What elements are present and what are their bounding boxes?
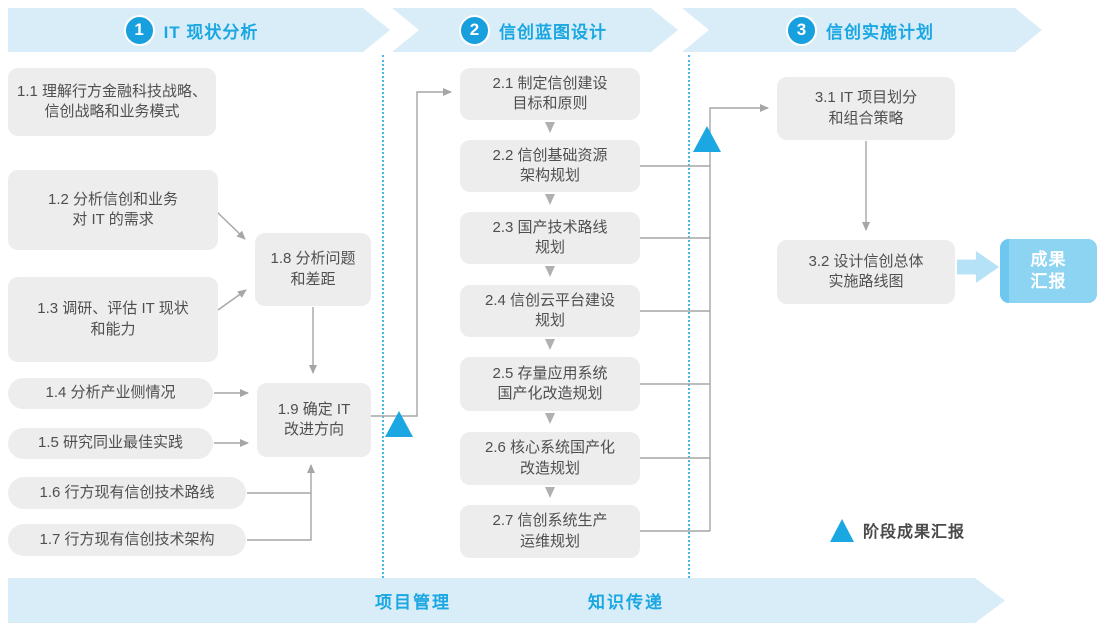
phase-3-title: 信创实施计划: [826, 22, 934, 42]
footer-label-project-management: 项目管理: [375, 593, 451, 612]
step-1-2-box: 1.2 分析信创和业务 对 IT 的需求: [8, 170, 218, 250]
footer-label-knowledge-transfer: 知识传递: [588, 593, 664, 612]
phase-1-title: IT 现状分析: [163, 22, 259, 42]
phase-1-banner: 1 IT 现状分析: [8, 8, 390, 52]
step-1-6-box: 1.6 行方现有信创技术路线: [8, 477, 246, 509]
phase-3-banner: 3 信创实施计划: [682, 8, 1042, 52]
connector-1-2-to-1-8: [215, 210, 246, 240]
step-3-1-box: 3.1 IT 项目划分 和组合策略: [777, 77, 955, 140]
step-2-1-box: 2.1 制定信创建设 目标和原则: [460, 68, 640, 120]
legend-label: 阶段成果汇报: [863, 524, 966, 541]
step-1-1-box: 1.1 理解行方金融科技战略、 信创战略和业务模式: [8, 68, 216, 136]
step-1-7-box: 1.7 行方现有信创技术架构: [8, 524, 246, 556]
phase-2-banner: 2 信创蓝图设计: [392, 8, 678, 52]
phase-divider-1: [382, 55, 384, 578]
step-1-8-box: 1.8 分析问题 和差距: [255, 233, 371, 306]
milestone-triangle-phase-1-icon: [385, 411, 413, 437]
outcome-arrow-icon: [957, 251, 999, 283]
footer-banner: [8, 578, 1005, 623]
legend-triangle-icon: [830, 519, 854, 542]
step-2-6-box: 2.6 核心系统国产化 改造规划: [460, 432, 640, 485]
milestone-triangle-phase-2-icon: [693, 126, 721, 152]
outcome-report-box: 成果 汇报: [1000, 239, 1097, 303]
outcome-stripe: [1000, 239, 1009, 303]
connector-1-7-to-1-9: [247, 464, 315, 541]
phase-2-number-badge: 2: [459, 15, 490, 46]
connector-1-3-to-1-8: [217, 289, 247, 311]
step-3-2-box: 3.2 设计信创总体 实施路线图: [777, 240, 955, 304]
connector-collector-to-3-1: [709, 104, 769, 531]
phase-1-number-badge: 1: [124, 15, 155, 46]
step-2-7-box: 2.7 信创系统生产 运维规划: [460, 505, 640, 558]
step-1-3-box: 1.3 调研、评估 IT 现状 和能力: [8, 277, 218, 362]
phase-divider-2: [688, 55, 690, 578]
step-1-4-box: 1.4 分析产业侧情况: [8, 378, 213, 409]
phase-3-number-badge: 3: [786, 15, 817, 46]
step-2-4-box: 2.4 信创云平台建设 规划: [460, 285, 640, 337]
step-1-9-box: 1.9 确定 IT 改进方向: [257, 383, 371, 457]
step-2-2-box: 2.2 信创基础资源 架构规划: [460, 140, 640, 192]
step-2-5-box: 2.5 存量应用系统 国产化改造规划: [460, 357, 640, 411]
step-1-5-box: 1.5 研究同业最佳实践: [8, 428, 213, 459]
phase-2-title: 信创蓝图设计: [499, 22, 607, 42]
step-2-3-box: 2.3 国产技术路线 规划: [460, 212, 640, 264]
outcome-label: 成果 汇报: [1030, 249, 1067, 291]
